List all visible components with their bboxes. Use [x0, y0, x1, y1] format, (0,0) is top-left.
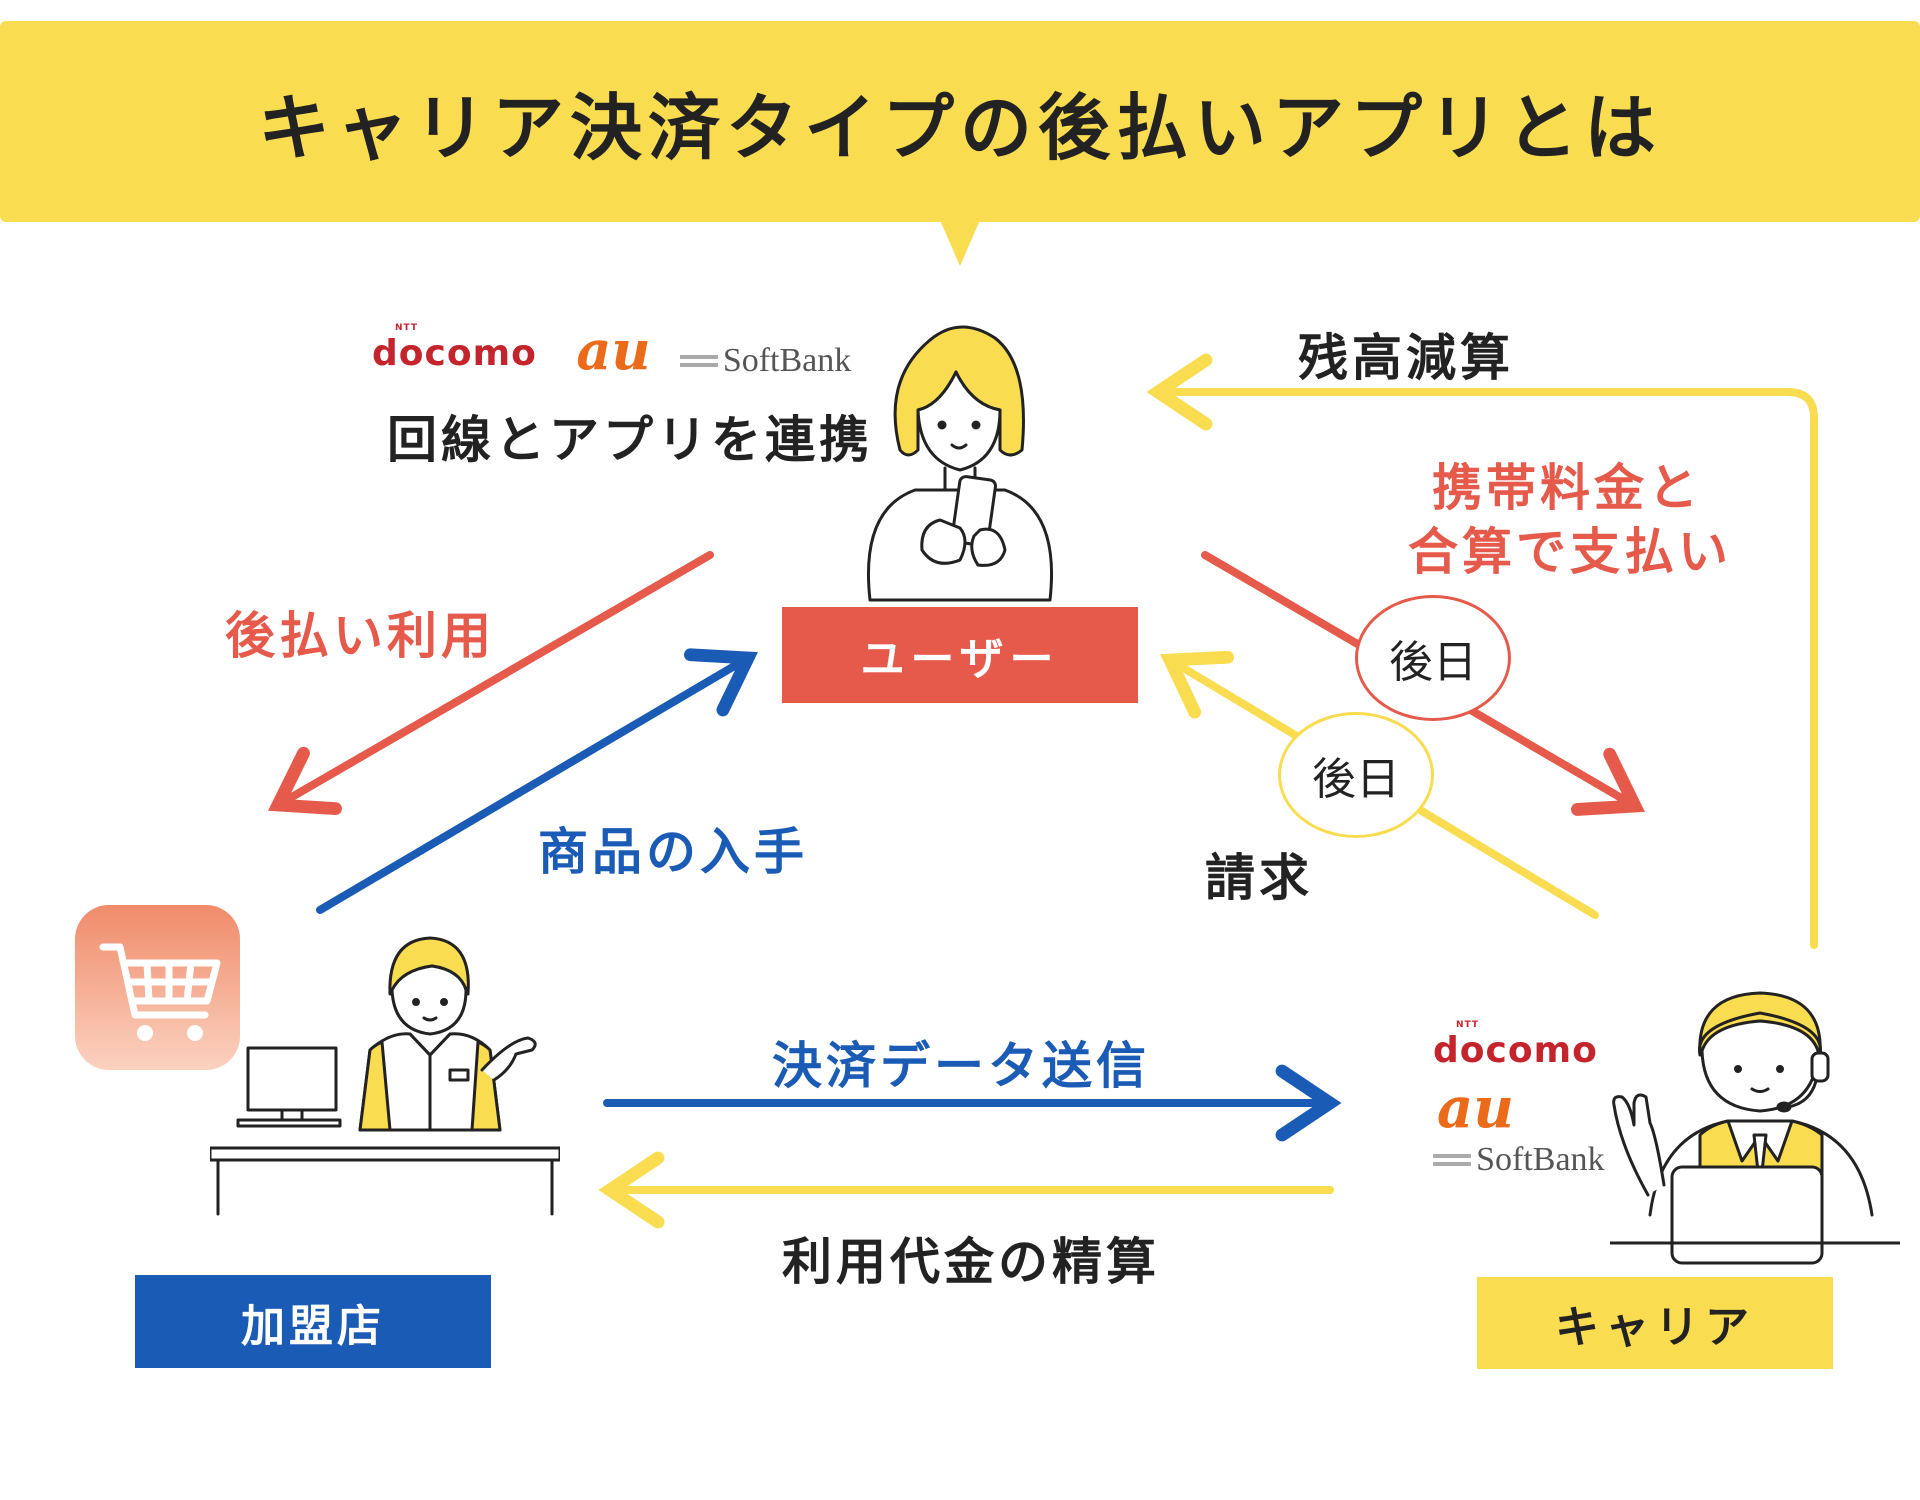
- node-user: ユーザー: [782, 607, 1138, 703]
- later-badge-red: 後日: [1355, 595, 1511, 721]
- softbank-logo-carrier: SoftBank: [1433, 1141, 1605, 1179]
- title-pointer: [940, 220, 980, 266]
- label-pay-phone-bill-line1: 携帯料金と: [1432, 459, 1702, 517]
- label-billing: 請求: [1205, 849, 1313, 907]
- user-woman-illustration: [866, 325, 1054, 602]
- arrow-deferred-use: [268, 551, 714, 816]
- page-title: キャリア決済タイプの後払いアプリとは: [257, 86, 1662, 170]
- clerk-illustration: [210, 936, 560, 1216]
- link-line-app-label: 回線とアプリを連携: [387, 411, 873, 469]
- arrow-balance-deduct: [1146, 353, 1818, 949]
- label-pay-phone-bill-line2: 合算で支払い: [1408, 523, 1732, 581]
- label-get-product: 商品の入手: [538, 823, 808, 881]
- softbank-mark-icon: [1433, 1150, 1471, 1170]
- operator-illustration: [1610, 991, 1900, 1265]
- au-logo: au: [576, 318, 651, 382]
- softbank-mark-icon: [679, 351, 718, 371]
- node-merchant: 加盟店: [135, 1275, 491, 1368]
- au-logo-carrier: au: [1437, 1075, 1514, 1141]
- node-carrier: キャリア: [1477, 1277, 1833, 1369]
- arrow-get-product: [316, 648, 758, 914]
- cart-app-icon: [75, 905, 240, 1070]
- label-deferred-use: 後払い利用: [225, 607, 495, 665]
- label-settlement: 利用代金の精算: [782, 1233, 1160, 1291]
- title-banner: [0, 21, 1920, 222]
- softbank-logo: SoftBank: [679, 342, 851, 379]
- label-balance-deduct: 残高減算: [1298, 329, 1514, 387]
- label-send-payment-data: 決済データ送信: [772, 1037, 1150, 1095]
- later-badge-yellow: 後日: [1278, 712, 1434, 838]
